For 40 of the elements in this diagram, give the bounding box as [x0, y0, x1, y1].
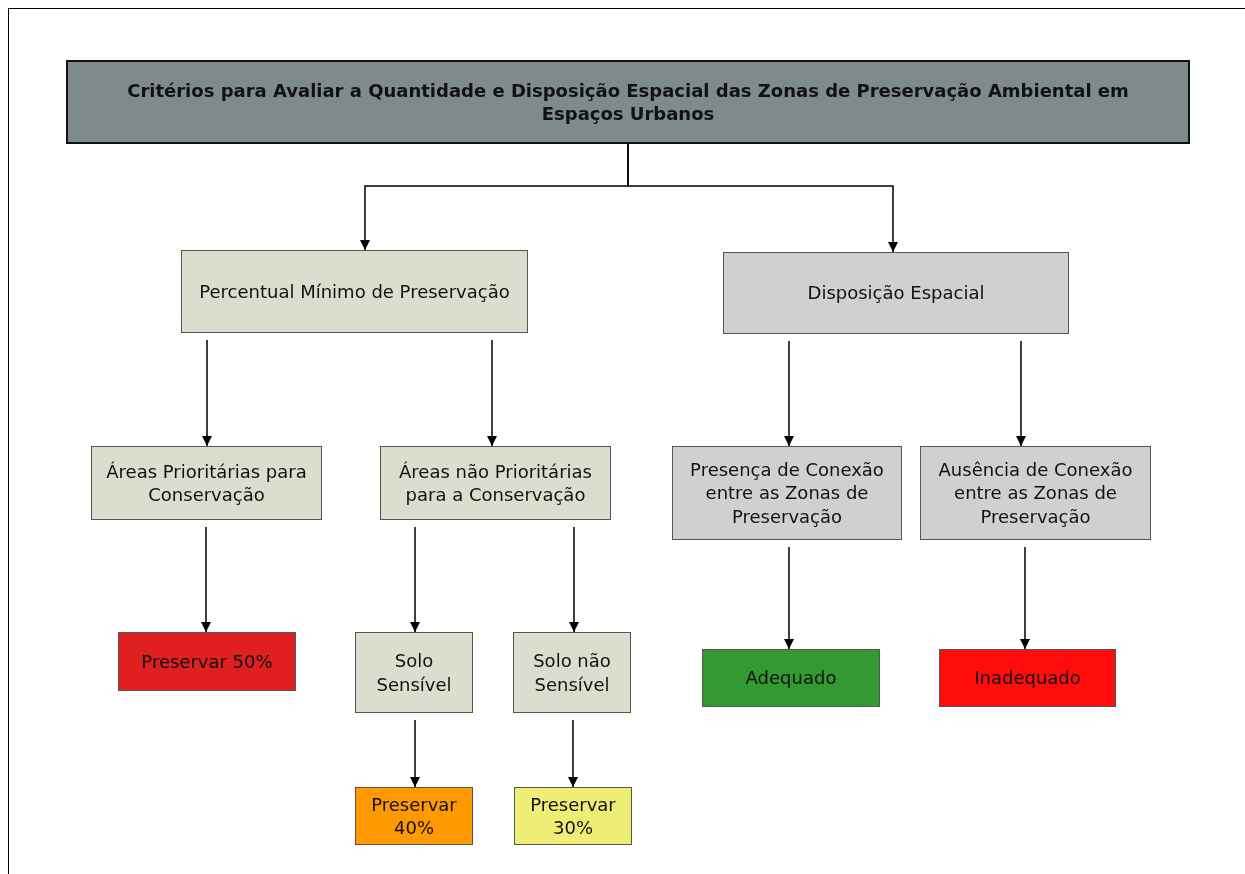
- box-label: Áreas não Prioritárias para a Conservação: [398, 459, 593, 507]
- arrow: [627, 143, 898, 253]
- arrow: [568, 719, 578, 788]
- process-box: [702, 649, 880, 707]
- process-box: [355, 632, 473, 713]
- arrow: [202, 339, 212, 447]
- box-label: Preservar 40%: [370, 792, 458, 840]
- process-box: [513, 632, 631, 713]
- process-box: [723, 252, 1069, 334]
- process-box: [355, 787, 473, 845]
- box-label: Percentual Mínimo de Preservação: [198, 279, 511, 304]
- arrow: [410, 526, 420, 633]
- title-box: [66, 60, 1190, 144]
- arrow: [784, 546, 794, 650]
- process-box: [514, 787, 632, 845]
- arrow: [569, 526, 579, 633]
- box-label: Preservar 50%: [140, 649, 274, 674]
- process-box: [118, 632, 296, 691]
- arrow: [410, 719, 420, 788]
- box-label: Áreas Prioritárias para Conservação: [105, 459, 308, 507]
- box-label: Preservar 30%: [529, 792, 617, 840]
- arrow: [1020, 546, 1030, 650]
- process-box: [672, 446, 902, 540]
- box-label: Disposição Espacial: [806, 281, 986, 305]
- arrow: [487, 339, 497, 447]
- box-label: Solo Sensível: [375, 649, 453, 696]
- arrow: [201, 526, 211, 633]
- process-box: [939, 649, 1116, 707]
- box-label: Presença de Conexão entre as Zonas de Preservação: [689, 457, 885, 529]
- box-label: Ausência de Conexão entre as Zonas de Preservação: [937, 457, 1134, 529]
- process-box: [920, 446, 1151, 540]
- box-label: Critérios para Avaliar a Quantidade e Disposição Espacial das Zonas de Preservação Ambiental em Espaços Urbanos: [126, 78, 1130, 126]
- arrow: [1016, 340, 1026, 447]
- box-label: Solo não Sensível: [532, 649, 612, 696]
- box-label: Inadequado: [973, 666, 1082, 690]
- arrow: [784, 340, 794, 447]
- box-label: Adequado: [744, 666, 838, 690]
- process-box: [380, 446, 611, 520]
- process-box: [91, 446, 322, 520]
- process-box: [181, 250, 528, 333]
